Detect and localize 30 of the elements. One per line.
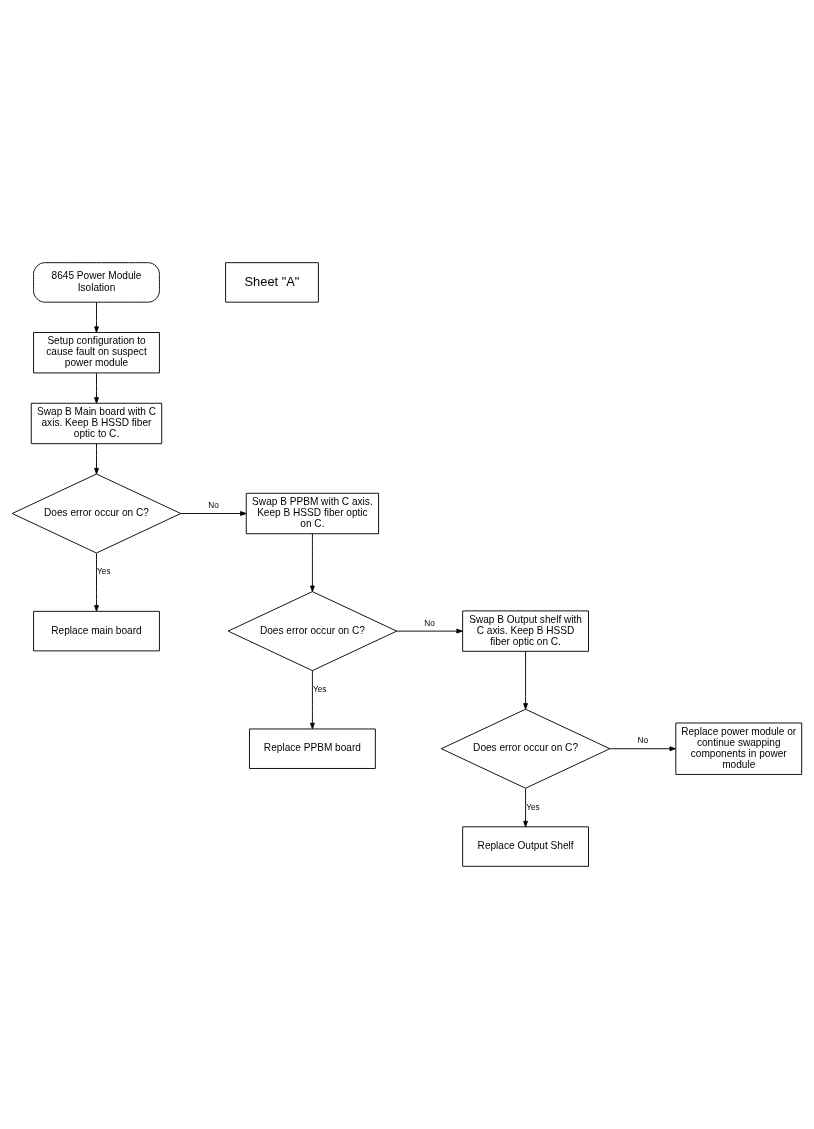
- node-box: Replace main board: [33, 610, 160, 652]
- arrow: [94, 372, 99, 404]
- edge-label: Yes: [526, 802, 540, 812]
- arrow: [94, 443, 99, 475]
- node-diamond: Does error occur on C?: [227, 591, 398, 672]
- node-box: Replace PPBM board: [249, 728, 376, 769]
- arrow: [94, 301, 99, 333]
- arrow: [523, 787, 528, 828]
- arrow: [310, 670, 315, 730]
- node-box: Swap B PPBM with C axis. Keep B HSSD fiber optic on C.: [245, 492, 380, 535]
- node-box: Replace power module or continue swapping components in power module: [675, 722, 803, 775]
- node-diamond: Does error occur on C?: [11, 473, 182, 554]
- node-box: Replace Output Shelf: [462, 826, 589, 867]
- edge-label: No: [637, 736, 649, 746]
- arrow: [609, 746, 676, 752]
- node-box: Swap B Main board with C axis. Keep B HSSD fiber optic to C.: [30, 402, 163, 445]
- edge-label: Yes: [97, 567, 111, 577]
- node-box: Sheet "A": [225, 262, 319, 303]
- arrow: [523, 650, 528, 710]
- node-diamond: Does error occur on C?: [440, 708, 611, 789]
- arrow: [94, 552, 99, 612]
- arrow: [180, 511, 247, 516]
- arrow: [396, 628, 463, 634]
- node-box: Setup configuration to cause fault on suspect power module: [33, 332, 160, 374]
- edge-label: No: [208, 501, 219, 511]
- arrow: [310, 533, 315, 592]
- node-box: 8645 Power Module Isolation: [33, 262, 160, 303]
- edge-label: No: [424, 618, 435, 628]
- node-box: Swap B Output shelf with C axis. Keep B HSSD fiber optic on C.: [462, 610, 589, 652]
- edge-label: Yes: [313, 684, 327, 694]
